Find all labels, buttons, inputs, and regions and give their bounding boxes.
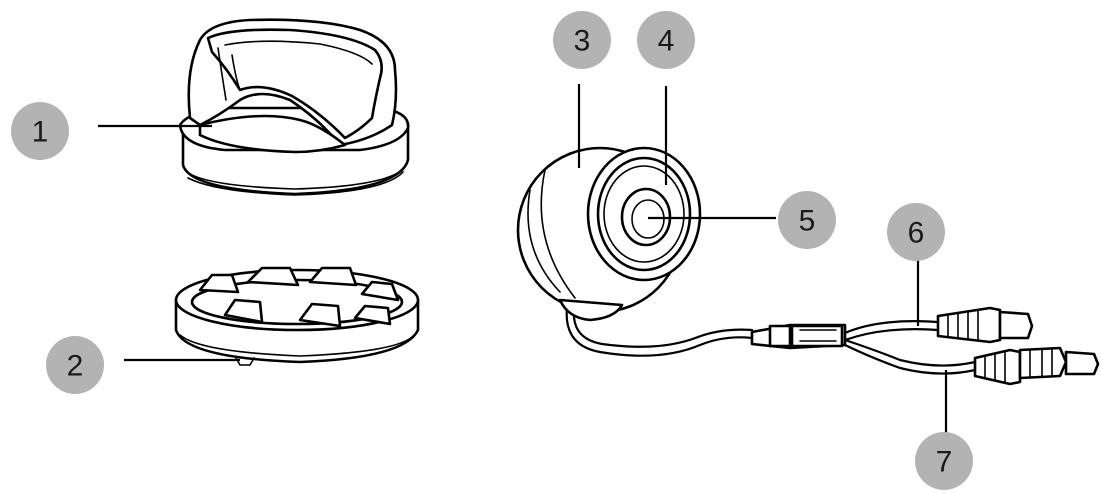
callout-1-label: 1 bbox=[32, 116, 49, 149]
callout-7-badge bbox=[915, 432, 973, 490]
callout-5: 5 bbox=[778, 191, 836, 249]
callout-1: 1 bbox=[11, 102, 69, 160]
cable-connectors-illustration bbox=[750, 306, 1100, 386]
callout-2: 2 bbox=[46, 336, 104, 394]
mounting-base-illustration bbox=[174, 266, 420, 366]
callout-6-badge bbox=[887, 203, 945, 261]
callout-2-badge bbox=[46, 336, 104, 394]
callout-5-badge bbox=[778, 191, 836, 249]
callout-2-label: 2 bbox=[67, 350, 84, 383]
callout-7-label: 7 bbox=[936, 446, 953, 479]
leader-lines bbox=[98, 84, 948, 440]
callout-4-badge bbox=[637, 11, 695, 69]
callout-3-label: 3 bbox=[574, 25, 591, 58]
callout-4-label: 4 bbox=[658, 25, 675, 58]
callout-7: 7 bbox=[915, 432, 973, 490]
callout-6-label: 6 bbox=[908, 217, 925, 250]
callout-1-badge bbox=[11, 102, 69, 160]
camera-ball-illustration bbox=[516, 146, 754, 357]
callout-6: 6 bbox=[887, 203, 945, 261]
callout-3: 3 bbox=[553, 11, 611, 69]
callout-3-badge bbox=[553, 11, 611, 69]
dome-cover-illustration bbox=[178, 18, 410, 196]
callout-5-label: 5 bbox=[799, 205, 816, 238]
callout-4: 4 bbox=[637, 11, 695, 69]
